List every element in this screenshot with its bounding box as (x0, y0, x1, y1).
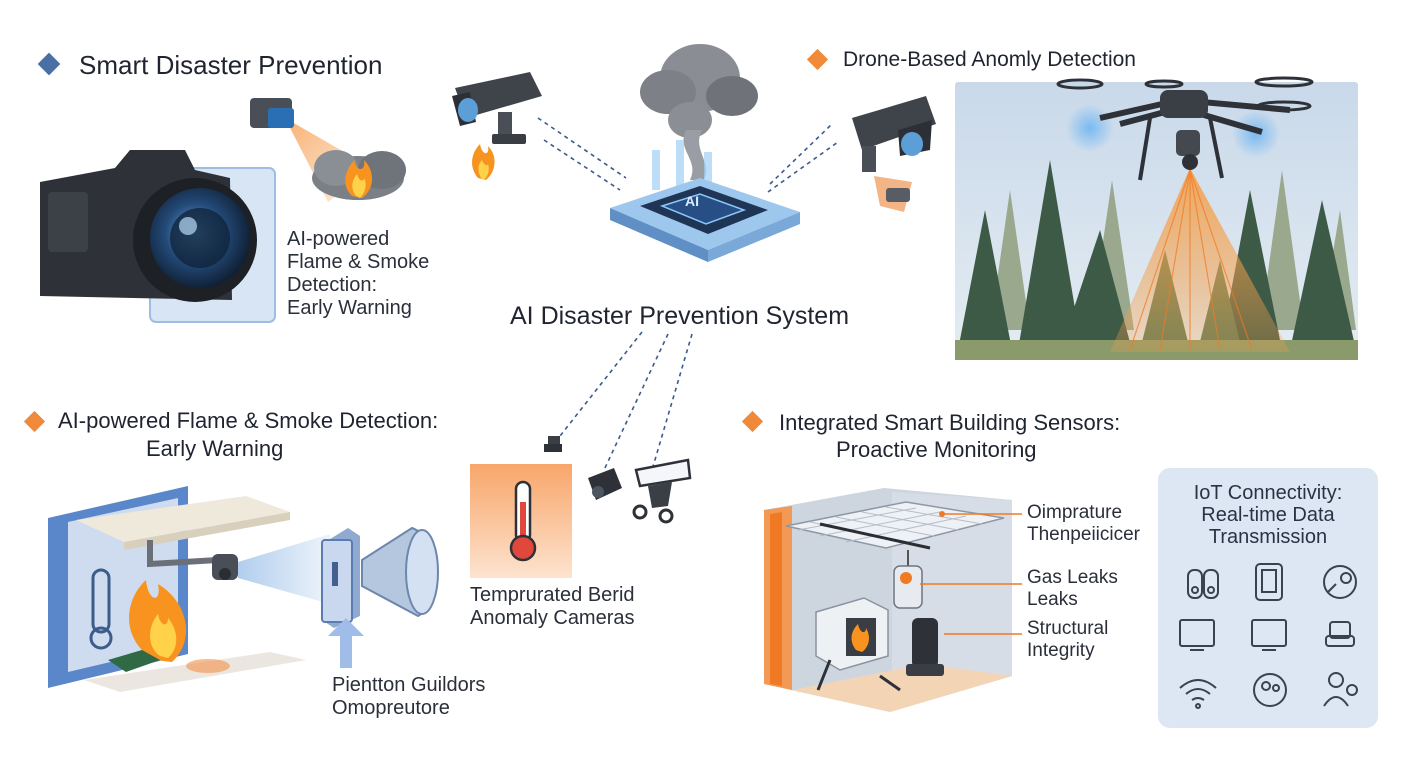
detector-unit-icon (321, 526, 439, 668)
tablet-icon (1255, 563, 1283, 601)
building-title-line1: Integrated Smart Building Sensors: (779, 410, 1121, 435)
wifi-icon (1179, 679, 1217, 709)
sensor-pair-icon (1187, 569, 1219, 599)
iot-icons (1179, 563, 1358, 709)
connection-lines (537, 117, 839, 471)
iot-title-line3: Transmission (1208, 526, 1328, 548)
robot-icon (1253, 673, 1287, 707)
smart-disaster-caption-2: Flame & Smoke (287, 251, 430, 273)
iot-title-line1: IoT Connectivity: (1193, 482, 1343, 504)
smart-disaster-caption-4: Early Warning (287, 297, 412, 319)
cameras-caption-2: Anomaly Cameras (470, 607, 635, 629)
flame-caption-1: Pientton Guildors (332, 674, 486, 696)
building-label-gas-2: Leaks (1027, 589, 1078, 610)
building-title-line2: Proactive Monitoring (836, 437, 1037, 462)
building-cutaway (764, 488, 1022, 712)
diamond-orange-icon (806, 48, 829, 71)
iot-title-line2: Real-time Data (1201, 504, 1335, 526)
flame-caption-2: Omopreutore (332, 697, 450, 719)
thermometer-icon (89, 568, 113, 650)
mini-cameras-icon (544, 436, 692, 524)
tv-icon (1251, 619, 1287, 651)
flame-detection-title-line2: Early Warning (146, 436, 284, 461)
building-label-temperature-2: Thenpeiicicer (1027, 524, 1140, 545)
system-title: AI Disaster Prevention System (510, 302, 850, 330)
drone-icon (1056, 76, 1314, 181)
drone-title: Drone-Based Anomly Detection (843, 48, 1136, 71)
cctv-camera-left-icon (452, 72, 542, 180)
diamond-orange-icon (741, 410, 764, 433)
ai-chip-icon (610, 140, 800, 262)
building-label-structural-1: Structural (1027, 618, 1109, 639)
cameras-caption-1: Temprurated Berid (470, 584, 635, 606)
cctv-camera-right-icon (852, 96, 936, 212)
people-icon (1323, 672, 1358, 707)
wall-scene (48, 486, 330, 692)
thermometer-card (470, 464, 572, 578)
dslr-camera-icon (40, 150, 276, 323)
smart-disaster-caption-3: Detection: (287, 274, 378, 296)
flame-icon (129, 580, 230, 673)
monitor-icon (1179, 619, 1215, 651)
building-label-structural-2: Integrity (1027, 640, 1095, 661)
gauge-icon (1323, 565, 1357, 599)
diamond-orange-icon (23, 410, 46, 433)
smoke-cloud-icon (640, 44, 758, 180)
building-label-gas-1: Gas Leaks (1027, 567, 1118, 588)
forest-panel (955, 76, 1358, 360)
smart-disaster-caption-1: AI-powered (287, 228, 390, 250)
flame-detection-title-line1: AI-powered Flame & Smoke Detection: (58, 408, 439, 433)
iot-panel (1158, 468, 1378, 728)
device-icon (1325, 621, 1355, 647)
ai-chip-label: AI (685, 193, 699, 209)
building-label-temperature-1: Oimprature (1027, 502, 1123, 523)
diamond-blue-icon (37, 52, 61, 76)
smart-disaster-title: Smart Disaster Prevention (79, 50, 383, 80)
smoke-sensor-icon (250, 98, 406, 202)
